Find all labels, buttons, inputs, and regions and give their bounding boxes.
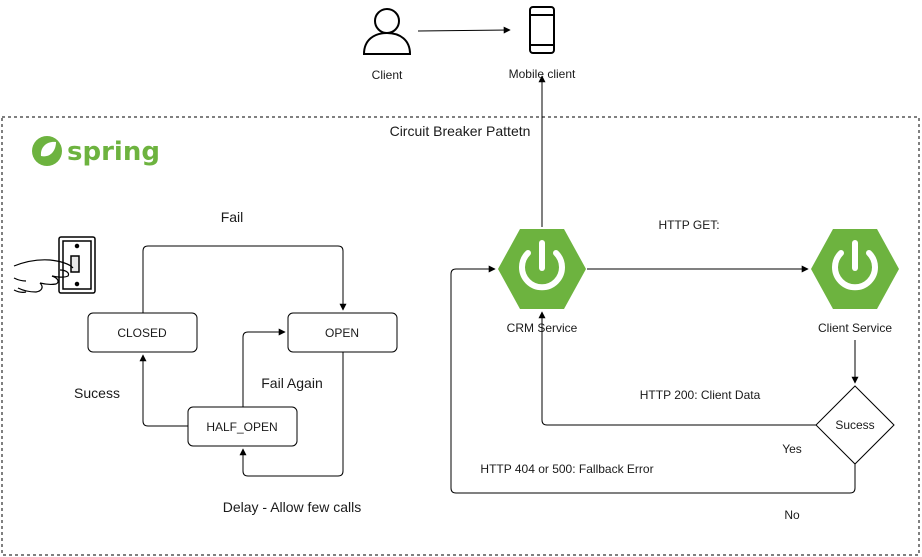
client-label: Client	[372, 68, 403, 82]
sucess-label: Sucess	[74, 385, 120, 401]
client-service-icon	[811, 229, 899, 309]
http-get-label: HTTP GET:	[658, 218, 719, 232]
crm-service-icon	[498, 229, 586, 309]
http-200-label: HTTP 200: Client Data	[640, 388, 761, 402]
client-service-label: Client Service	[818, 321, 892, 335]
closed-state-label: CLOSED	[117, 326, 167, 340]
fail-again-label: Fail Again	[261, 375, 322, 391]
http-fallback-label: HTTP 404 or 500: Fallback Error	[480, 462, 653, 476]
mobile-client-label: Mobile client	[509, 67, 576, 81]
half-open-state-label: HALF_OPEN	[206, 420, 277, 434]
user-icon	[362, 8, 412, 55]
circuit-breaker-frame	[1, 116, 920, 556]
no-path-arrow	[450, 265, 856, 494]
yes-path-arrow	[538, 311, 816, 426]
light-switch-icon	[58, 236, 96, 294]
mobile-phone-icon	[529, 6, 555, 54]
decision-label: Sucess	[835, 418, 874, 432]
spring-logo-text: spring	[67, 137, 160, 167]
open-to-half-open-arrow	[239, 352, 344, 477]
no-label: No	[784, 508, 800, 522]
hand-icon	[13, 259, 74, 293]
frame-title: Circuit Breaker Pattetn	[390, 123, 531, 139]
half-open-to-open-arrow	[242, 328, 286, 407]
client-to-mobile-arrow	[417, 26, 511, 34]
half-open-to-closed-arrow	[139, 354, 188, 427]
open-state-label: OPEN	[325, 326, 359, 340]
yes-label: Yes	[782, 442, 802, 456]
delay-label: Delay - Allow few calls	[223, 499, 362, 515]
fail-label: Fail	[221, 209, 244, 225]
spring-logo: spring	[32, 136, 160, 167]
closed-to-open-arrow	[142, 245, 347, 313]
